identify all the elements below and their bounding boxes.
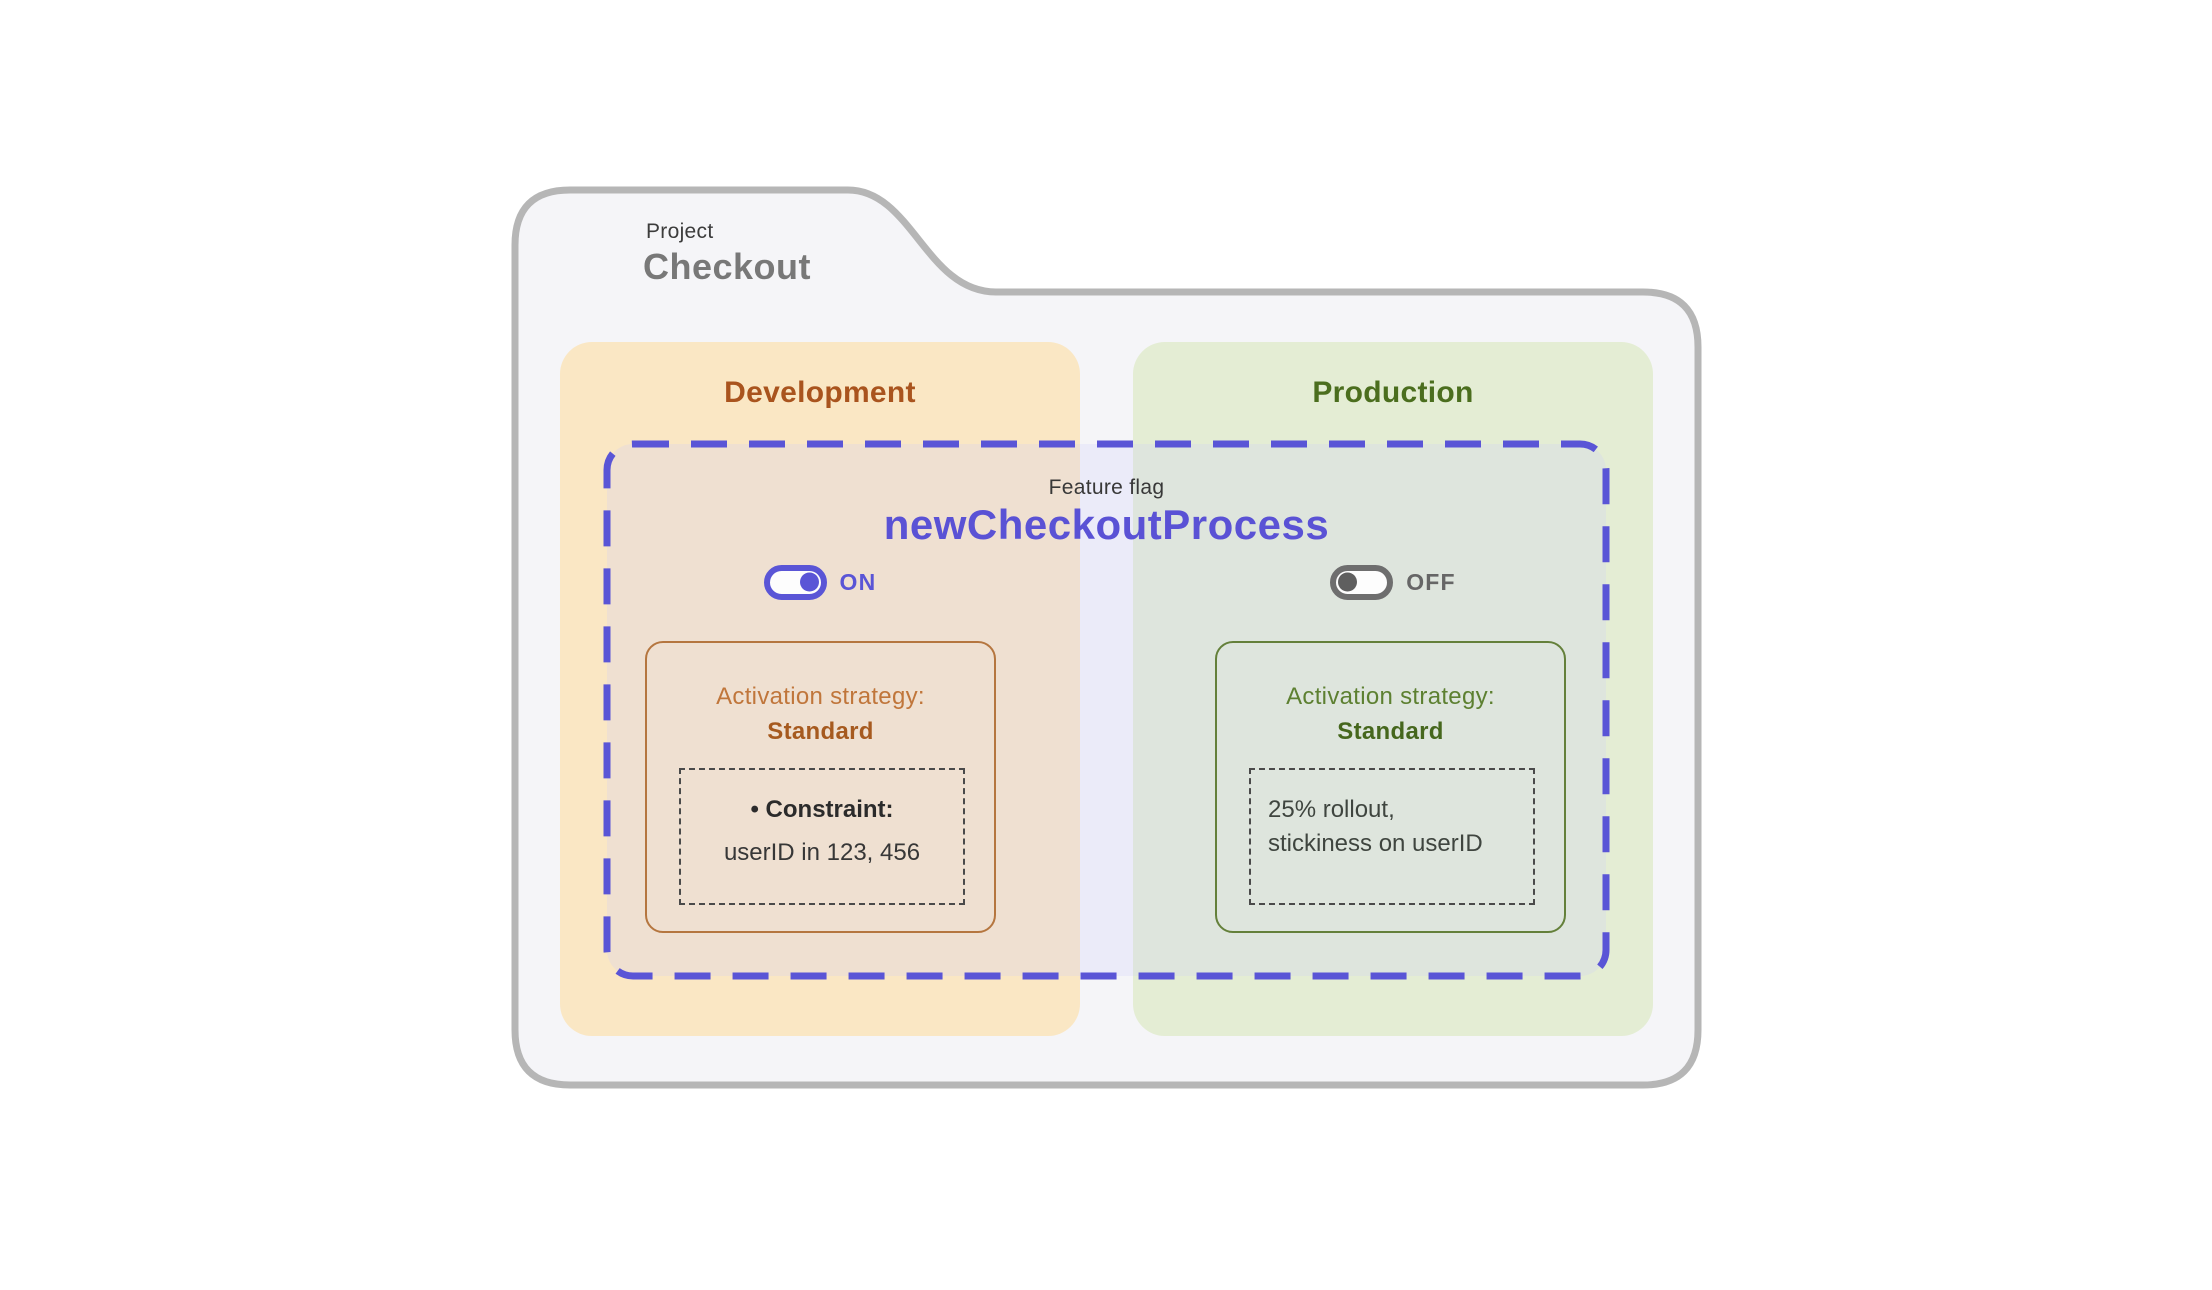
toggle-switch-development-on[interactable] — [763, 564, 827, 600]
project-name: Checkout — [643, 246, 812, 287]
env-title-development: Development — [724, 376, 916, 409]
toggle-label-off: OFF — [1406, 568, 1456, 595]
toggle-switch-production-off[interactable] — [1330, 564, 1394, 600]
rollout-line-2: stickiness on userID — [1268, 830, 1483, 857]
toggle-knob-icon — [799, 572, 819, 592]
toggle-group-development: ON — [560, 562, 1080, 602]
strategy-type-development: Standard — [767, 718, 874, 745]
project-label: Project — [646, 220, 714, 243]
constraint-box: • Constraint: userID in 123, 456 — [679, 768, 965, 905]
strategy-heading-development: Activation strategy: — [716, 683, 925, 710]
rollout-line-1: 25% rollout, — [1268, 796, 1395, 823]
toggle-group-production: OFF — [1133, 562, 1653, 602]
strategy-card-production: Activation strategy: Standard 25% rollou… — [1215, 641, 1566, 933]
feature-flag-name: newCheckoutProcess — [883, 501, 1330, 548]
toggle-knob-icon — [1338, 572, 1358, 592]
strategy-card-development: Activation strategy: Standard • Constrai… — [645, 641, 996, 933]
constraint-value: userID in 123, 456 — [723, 839, 921, 866]
feature-flag-label: Feature flag — [1048, 476, 1165, 499]
strategy-heading-production: Activation strategy: — [1286, 683, 1495, 710]
constraint-title: • Constraint: — [750, 796, 894, 823]
toggle-label-on: ON — [839, 568, 877, 595]
rollout-box: 25% rollout, stickiness on userID — [1249, 768, 1535, 905]
strategy-type-production: Standard — [1337, 718, 1444, 745]
env-title-production: Production — [1312, 376, 1474, 409]
